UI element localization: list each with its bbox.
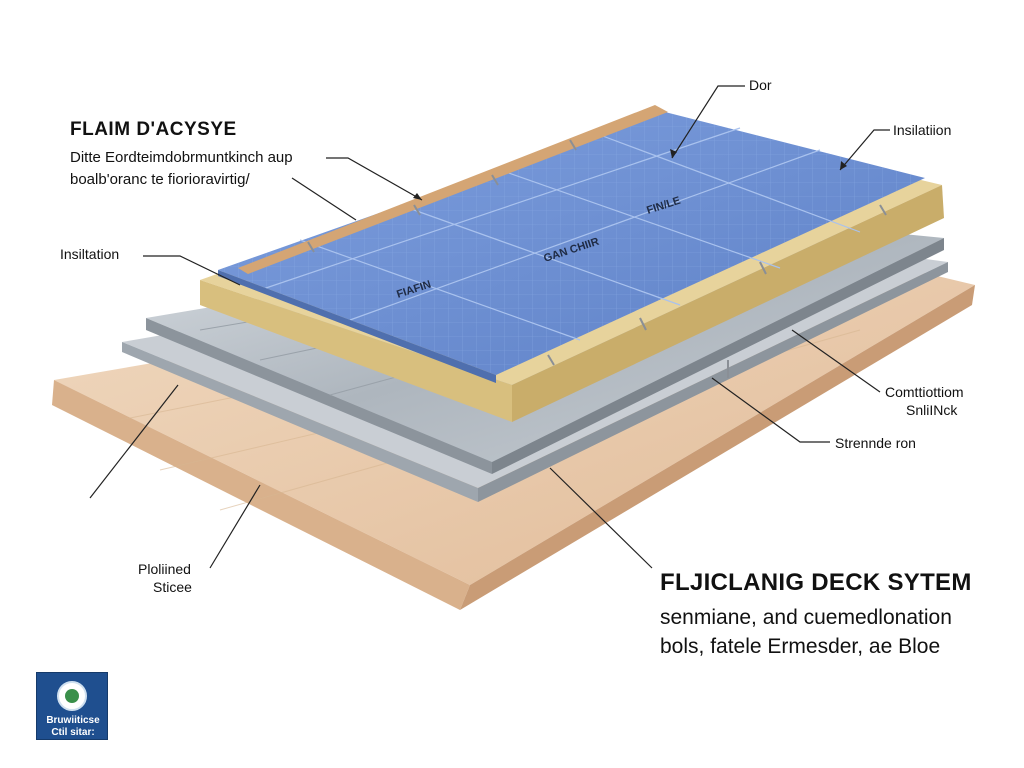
label-strand: Strennde ron (835, 435, 916, 451)
brand-logo: Bruwiiticse Ctil sitar: (36, 672, 108, 740)
leader-bottom-right (791, 329, 881, 393)
leader-top (671, 85, 745, 159)
leader-insulation-right (839, 129, 890, 171)
label-insulation-right: Insilatiion (893, 122, 952, 138)
leader-subtitle-2 (291, 177, 357, 221)
footer-title: FLJICLANIG DECK SYTEM (660, 569, 972, 596)
fasteners (307, 139, 887, 378)
diagram-title: FLAIM D'ACYSYE (70, 119, 237, 140)
label-insulation-left: Insiltation (60, 246, 120, 262)
edge-strip (238, 105, 668, 274)
label-plywood-2: Sticee (153, 579, 192, 595)
label-plywood-1: Ploliined (138, 561, 191, 577)
leader-lines (89, 85, 890, 569)
leader-arrows (413, 149, 847, 200)
footer-line-1: senmiane, and cuemedlonation (660, 606, 952, 629)
label-bottom-right-2: SnliINck (906, 402, 958, 418)
logo-line-1: Bruwiiticse (46, 715, 100, 726)
leader-footer (549, 467, 653, 569)
leader-plywood-1 (89, 384, 179, 499)
leader-strand (711, 377, 830, 443)
logo-line-2: Ctil sitar: (51, 727, 95, 738)
footer-line-2: bols, fatele Ermesder, ae Bloe (660, 635, 941, 658)
globe-icon (57, 681, 87, 711)
membrane-layer (218, 112, 925, 383)
diagram-subtitle-line-2: boalb'oranc te fiorioravirtig/ (70, 171, 250, 188)
label-bottom-right-1: Comttiottiom (885, 384, 964, 400)
leader-plywood-2 (209, 484, 261, 569)
leader-subtitle-1 (326, 157, 423, 201)
leader-insulation-left (143, 255, 241, 286)
diagram-subtitle-line-1: Ditte Eordteimdobrmuntkinch aup (70, 149, 293, 166)
label-top: Dor (749, 77, 772, 93)
